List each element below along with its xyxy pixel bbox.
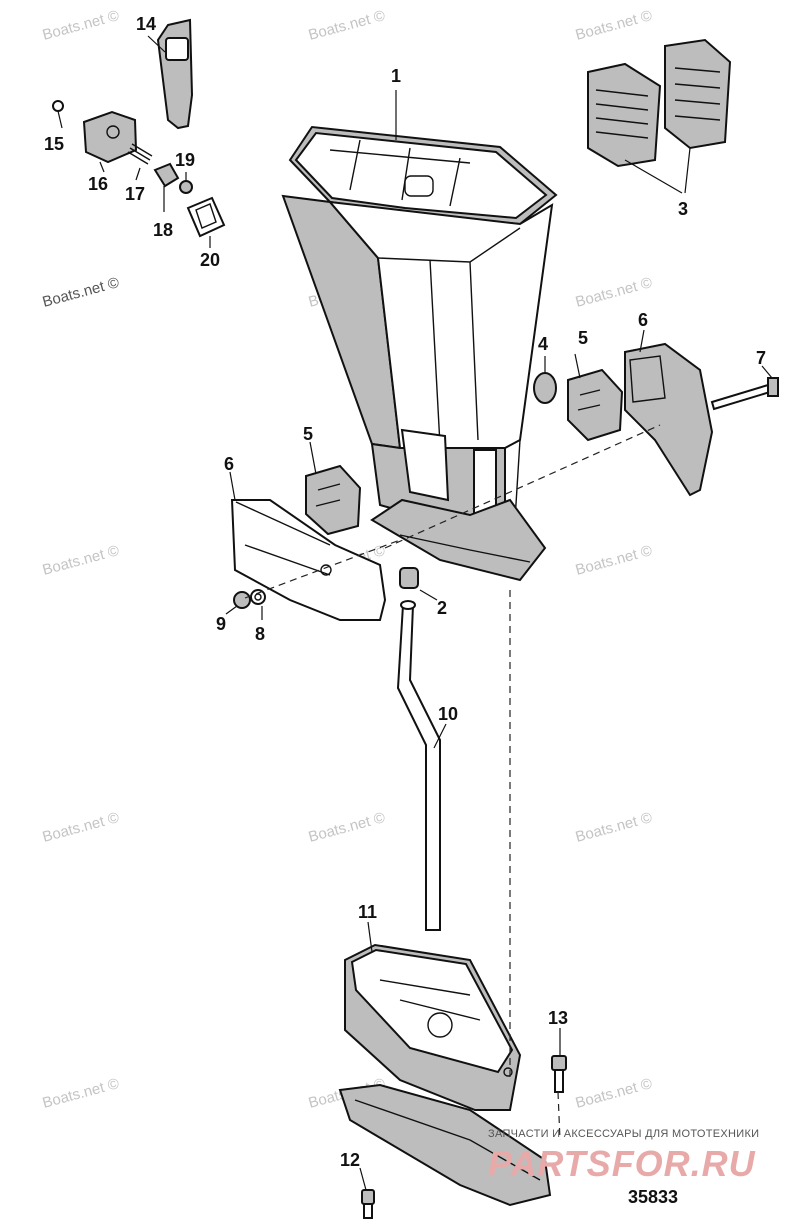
store-badge: ЗАПЧАСТИ И АКСЕССУАРЫ ДЛЯ МОТОТЕХНИКИ PA… xyxy=(488,1128,759,1184)
callout-5-left: 5 xyxy=(303,424,313,444)
watermark: Boats.net © xyxy=(41,1075,121,1112)
mount-covers xyxy=(587,38,732,194)
callout-12: 12 xyxy=(340,1150,360,1170)
watermark: Boats.net © xyxy=(307,809,387,846)
callout-8: 8 xyxy=(255,624,265,644)
alignment-lines xyxy=(244,424,661,1141)
callout-10: 10 xyxy=(438,704,458,724)
spacer-block xyxy=(344,943,522,1111)
washer-part-4 xyxy=(533,356,557,404)
watermark: Boats.net © xyxy=(574,1075,654,1112)
watermark: Boats.net © xyxy=(41,542,121,579)
callout-5-right: 5 xyxy=(578,328,588,348)
latch-hardware xyxy=(52,100,226,238)
water-tube xyxy=(396,600,441,931)
callout-16: 16 xyxy=(88,174,108,194)
bolt-part-12 xyxy=(361,1189,375,1219)
drive-shaft-housing xyxy=(281,125,558,582)
bushing xyxy=(399,567,419,589)
callout-20: 20 xyxy=(200,250,220,270)
bolt-part-13 xyxy=(551,1055,567,1093)
lower-adapter-plate xyxy=(338,1083,552,1207)
callout-1: 1 xyxy=(391,66,401,86)
mount-bracket-left xyxy=(230,499,387,621)
nut-washer xyxy=(233,589,266,609)
bolt-part-7 xyxy=(710,377,779,411)
watermark: Boats.net © xyxy=(574,274,654,311)
callout-3: 3 xyxy=(678,199,688,219)
callout-18: 18 xyxy=(153,220,173,240)
callout-4: 4 xyxy=(538,334,548,354)
leader-lines xyxy=(99,35,773,1191)
store-tagline: ЗАПЧАСТИ И АКСЕССУАРЫ ДЛЯ МОТОТЕХНИКИ xyxy=(488,1128,759,1140)
rubber-mount-left xyxy=(305,464,362,536)
callout-13: 13 xyxy=(548,1008,568,1028)
callout-15: 15 xyxy=(44,134,64,154)
watermark: Boats.net © xyxy=(574,809,654,846)
watermark: Boats.net © xyxy=(307,7,387,44)
rubber-mount-right xyxy=(567,368,624,442)
callout-6-right: 6 xyxy=(638,310,648,330)
watermark: Boats.net © xyxy=(41,7,121,44)
watermark: Boats.net © xyxy=(574,542,654,579)
callout-17: 17 xyxy=(125,184,145,204)
callout-labels: 1 2 3 4 5 5 6 6 7 8 9 10 11 12 13 14 15 … xyxy=(44,14,766,1170)
watermark: Boats.net © xyxy=(574,7,654,44)
watermark: Boats.net © xyxy=(41,809,121,846)
callout-7: 7 xyxy=(756,348,766,368)
callout-6-left: 6 xyxy=(224,454,234,474)
store-logo: PARTSFOR.RU xyxy=(488,1143,756,1184)
watermark: Boats.net © xyxy=(41,274,121,311)
callout-14: 14 xyxy=(136,14,156,34)
diagram-number: 35833 xyxy=(628,1187,678,1207)
mount-bracket-right xyxy=(624,342,714,497)
callout-19: 19 xyxy=(175,150,195,170)
latch xyxy=(156,18,194,130)
callout-11: 11 xyxy=(358,902,377,922)
callout-2: 2 xyxy=(437,598,447,618)
callout-9: 9 xyxy=(216,614,226,634)
